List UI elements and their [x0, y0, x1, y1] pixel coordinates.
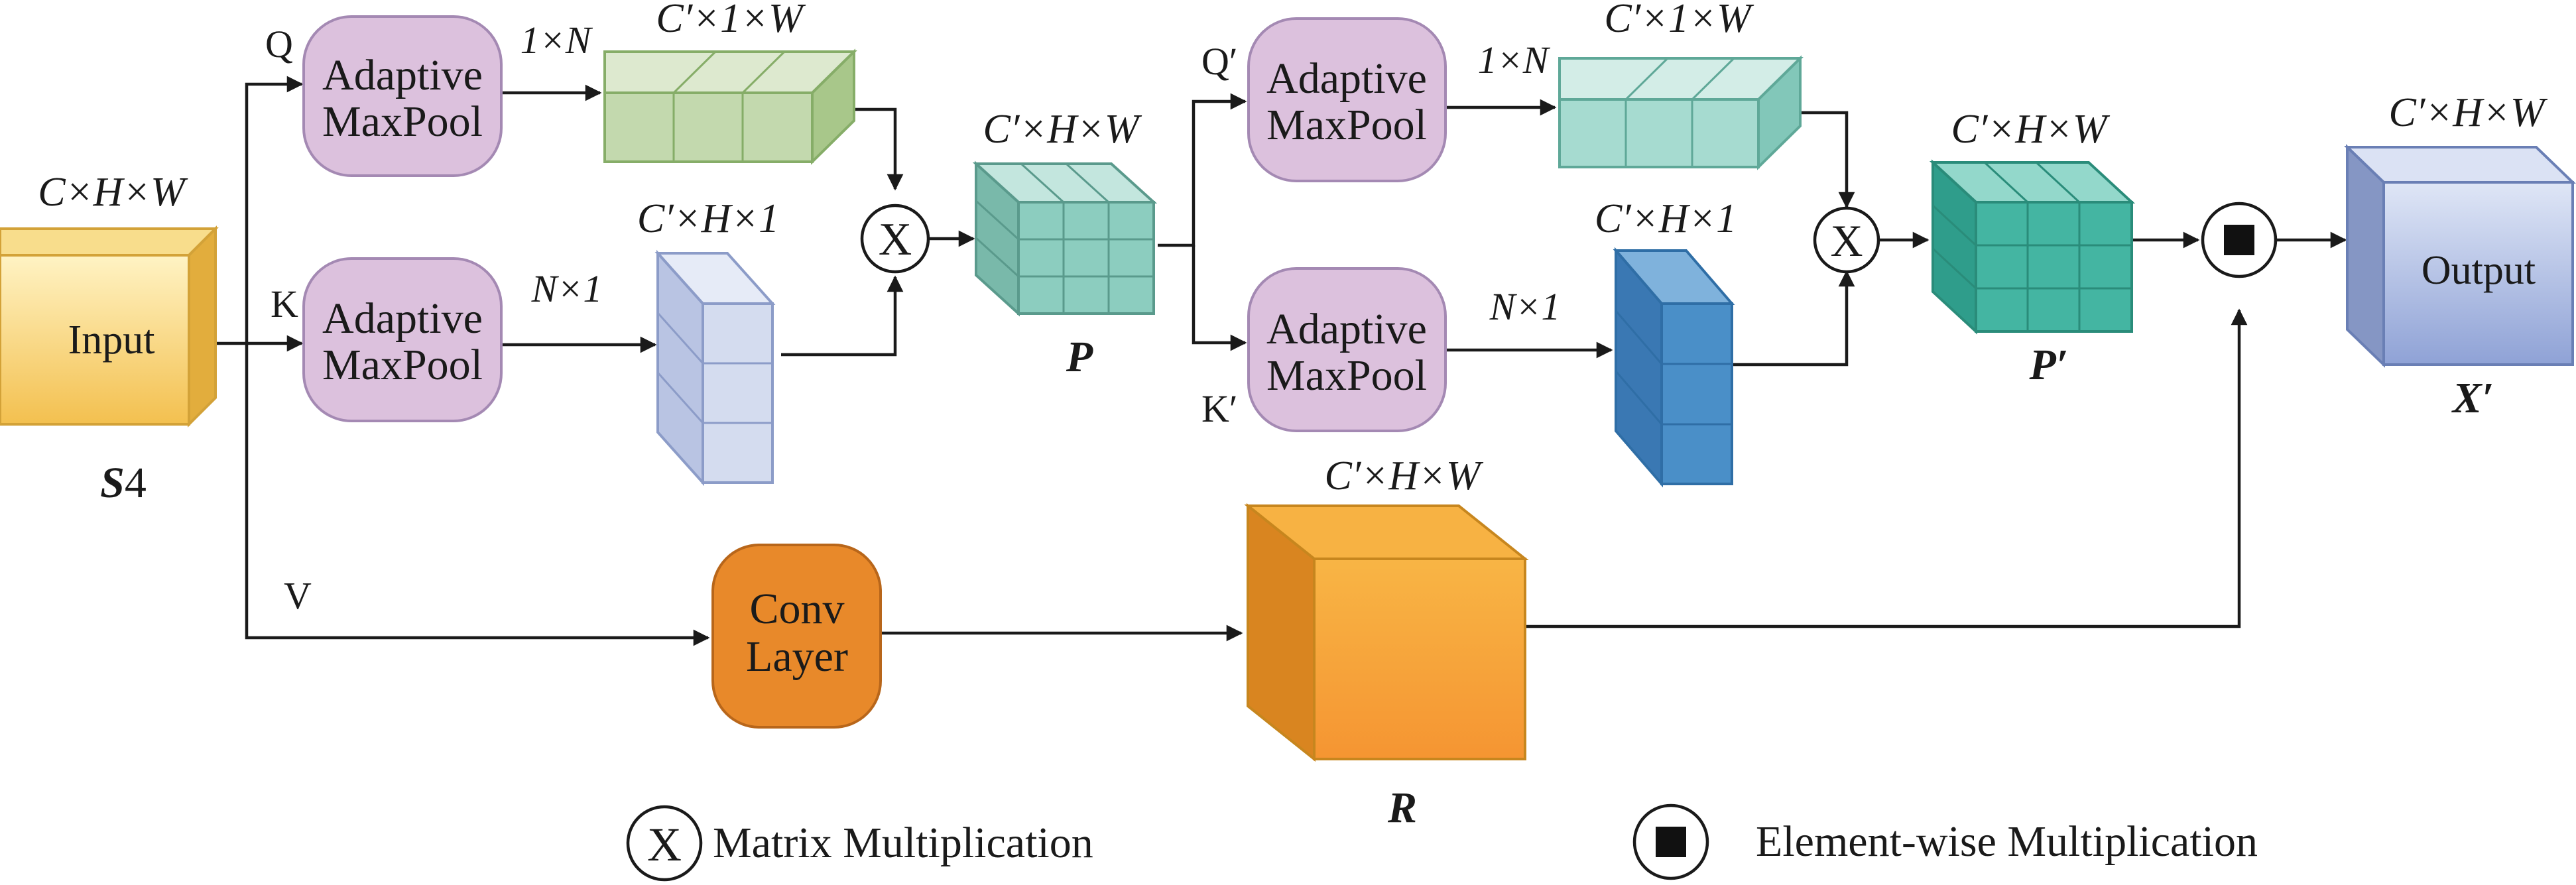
branch-k-prime-label: K′ [1201, 387, 1238, 430]
branch-k-label: K [271, 282, 298, 325]
conv-line1: Conv [749, 585, 844, 633]
pool-k2-line2: MaxPool [1266, 351, 1427, 400]
p2-cube [1929, 159, 2136, 335]
legend-elementwise: Element-wise Multiplication [1632, 803, 2258, 880]
input-dims: C×H×W [38, 170, 188, 215]
p-to-q2-branch [1158, 93, 1247, 247]
p2-name: P′ [2029, 341, 2069, 389]
k-cube-to-matmul [781, 275, 904, 357]
pool-k-line2: MaxPool [322, 341, 483, 389]
input-name-suffix: 4 [125, 459, 147, 507]
q2-cube [1558, 55, 1804, 170]
branch-v-label: V [284, 574, 312, 617]
pool-k-line1: Adaptive [322, 294, 483, 343]
pool-k-box: Adaptive MaxPool [302, 257, 503, 422]
q2-cube-to-matmul [1800, 111, 1855, 209]
pool-k2-box: Adaptive MaxPool [1247, 267, 1447, 432]
branch-q-prime-label: Q′ [1201, 40, 1238, 83]
r-dims: C′×H×W [1324, 453, 1483, 499]
k2-out-label: N×1 [1489, 285, 1561, 328]
branch-q-label: Q [265, 23, 293, 66]
q-cube-dims: C′×1×W [656, 0, 806, 41]
input-name: S4 [100, 459, 147, 507]
r-cube [1244, 502, 1529, 762]
legend-elementwise-label: Element-wise Multiplication [1756, 817, 2258, 866]
pool-q2-line2: MaxPool [1266, 101, 1427, 149]
matmul-2-symbol: X [1830, 215, 1863, 266]
input-to-v-branch [245, 343, 710, 646]
legend-matmul-label: Matrix Multiplication [713, 819, 1093, 867]
r-to-elementwise [1525, 308, 2248, 628]
q-out-label: 1×N [521, 19, 593, 62]
elementwise-operator [2201, 202, 2278, 278]
pool-q2-line1: Adaptive [1266, 54, 1427, 103]
input-label: Input [68, 318, 155, 363]
q2-cube-dims: C′×1×W [1604, 0, 1754, 41]
pool-q-line1: Adaptive [322, 51, 483, 99]
p-name: P [1066, 333, 1093, 381]
k-out-label: N×1 [531, 267, 603, 310]
pool-q-box: Adaptive MaxPool [302, 15, 503, 177]
input-name-letter: S [100, 459, 125, 507]
k2-cube-to-matmul [1732, 270, 1855, 367]
output-dims: C′×H×W [2388, 90, 2547, 135]
legend-matmul-symbol: X [647, 818, 682, 871]
k2-cube [1613, 247, 1735, 488]
p-cube [972, 160, 1158, 317]
input-block: Input [0, 225, 219, 428]
output-block: Output [2344, 144, 2576, 368]
pool-q-line2: MaxPool [322, 97, 483, 146]
matmul-operator-1: X [860, 204, 930, 274]
p2-dims: C′×H×W [1951, 107, 2110, 152]
connectors [214, 76, 2347, 646]
legend-matmul: X Matrix Multiplication [626, 805, 1093, 882]
k-cube [654, 249, 776, 487]
matmul-operator-2: X [1813, 206, 1880, 274]
pool-k2-line1: Adaptive [1266, 305, 1427, 353]
output-label: Output [2422, 248, 2536, 293]
matmul-1-symbol: X [879, 214, 912, 265]
q-cube [603, 48, 857, 165]
legend: X Matrix Multiplication Element-wise Mul… [626, 803, 2258, 882]
q2-out-label: 1×N [1478, 38, 1551, 82]
conv-line2: Layer [746, 632, 848, 681]
r-name: R [1387, 784, 1417, 832]
k2-cube-dims: C′×H×1 [1595, 196, 1737, 241]
conv-layer-box: Conv Layer [711, 544, 882, 729]
k-cube-dims: C′×H×1 [637, 196, 779, 241]
output-name: X′ [2451, 374, 2494, 422]
pool-q2-box: Adaptive MaxPool [1247, 17, 1447, 182]
p-dims: C′×H×W [983, 107, 1142, 152]
input-to-q-branch [214, 76, 304, 345]
q-cube-to-matmul [854, 107, 904, 191]
p-to-k2-branch [1192, 245, 1247, 351]
